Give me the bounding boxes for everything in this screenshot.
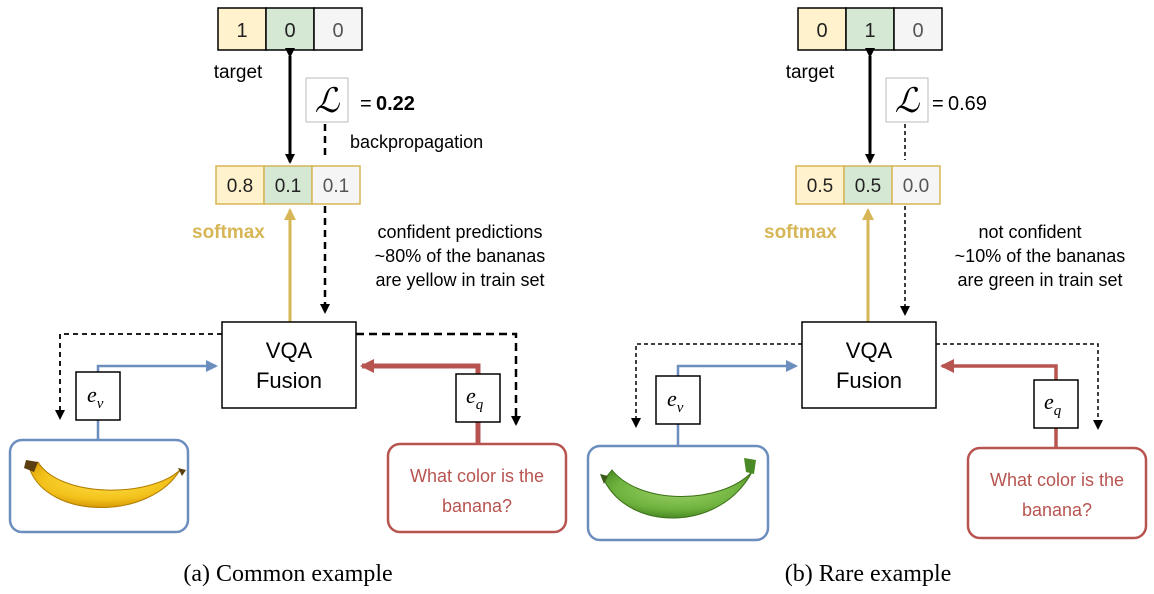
question-box — [966, 446, 1148, 540]
ev-box — [655, 375, 701, 425]
ev-symbol: ev — [87, 382, 104, 412]
pred-value-1: 0.5 — [807, 176, 833, 197]
image-frame — [8, 438, 190, 534]
pred-cell-3 — [891, 165, 941, 205]
fusion-box — [221, 321, 357, 409]
grad-to-image-arrow — [55, 333, 222, 420]
pred-value-3: 0.1 — [323, 176, 349, 197]
fusion-label-1: VQA — [846, 338, 893, 363]
panel-common: 1 0 0 target ℒ = 0.22 backpropagation 0.… — [8, 7, 568, 587]
note-line-3: are green in train set — [957, 270, 1122, 290]
caption-rare: (b) Rare example — [785, 561, 952, 587]
eq-symbol: eq — [466, 383, 484, 413]
question-line-2: banana? — [1022, 500, 1092, 520]
target-cell-3 — [893, 7, 943, 51]
target-cell-1 — [797, 7, 847, 51]
note-line-1: not confident — [978, 222, 1081, 242]
question-line-1: What color is the — [990, 470, 1124, 490]
question-line-2: banana? — [442, 496, 512, 516]
target-value-3: 0 — [332, 20, 343, 42]
note-line-1: confident predictions — [377, 222, 542, 242]
pred-value-1: 0.8 — [227, 176, 253, 197]
softmax-label: softmax — [192, 222, 265, 243]
note-line-2: ~80% of the bananas — [375, 246, 546, 266]
green-banana-image — [600, 458, 756, 519]
pred-cell-2 — [843, 165, 893, 205]
loss-equals: = — [360, 93, 372, 115]
fusion-label-2: Fusion — [836, 368, 902, 393]
target-cell-1 — [217, 7, 267, 51]
target-label: target — [214, 62, 263, 83]
target-value-2: 0 — [284, 20, 295, 42]
fusion-label-2: Fusion — [256, 368, 322, 393]
fusion-label-1: VQA — [266, 338, 313, 363]
loss-equals: = — [932, 93, 944, 115]
prediction-vector: 0.8 0.1 0.1 — [215, 165, 361, 205]
grad-to-question-arrow — [356, 332, 521, 426]
backprop-label: backpropagation — [350, 132, 483, 152]
image-frame — [586, 444, 770, 542]
loss-value: 0.69 — [948, 93, 987, 115]
ev-box — [75, 371, 121, 421]
softmax-label: softmax — [764, 222, 837, 243]
yellow-banana-image — [24, 460, 186, 508]
pred-cell-3 — [311, 165, 361, 205]
target-value-1: 1 — [236, 20, 247, 42]
eq-box — [455, 373, 501, 423]
target-value-2: 1 — [864, 20, 875, 42]
target-cell-3 — [313, 7, 363, 51]
grad-to-question-arrow — [936, 343, 1103, 430]
panel-rare: 0 1 0 target ℒ = 0.69 0.5 0.5 0.0 softma… — [586, 7, 1148, 587]
question-line-1: What color is the — [410, 466, 544, 486]
target-value-3: 0 — [912, 20, 923, 42]
pred-value-2: 0.5 — [855, 176, 881, 197]
loss-symbol-box — [885, 77, 929, 123]
ev-symbol: ev — [667, 386, 684, 416]
fusion-box — [801, 321, 937, 409]
target-label: target — [786, 62, 835, 83]
target-value-1: 0 — [816, 20, 827, 42]
note-line-3: are yellow in train set — [375, 270, 544, 290]
eq-symbol: eq — [1044, 389, 1062, 419]
pred-value-3: 0.0 — [903, 176, 929, 197]
loss-symbol-box — [305, 77, 349, 123]
target-vector: 1 0 0 — [217, 7, 363, 51]
caption-common: (a) Common example — [183, 561, 392, 587]
question-box — [386, 442, 568, 534]
target-vector: 0 1 0 — [797, 7, 943, 51]
loss-value: 0.22 — [376, 93, 415, 115]
loss-symbol: ℒ — [315, 83, 341, 120]
pred-value-2: 0.1 — [275, 176, 301, 197]
prediction-vector: 0.5 0.5 0.0 — [795, 165, 941, 205]
loss-symbol: ℒ — [895, 83, 921, 120]
grad-to-image-arrow — [631, 343, 802, 428]
eq-box — [1033, 379, 1079, 429]
note-line-2: ~10% of the bananas — [955, 246, 1126, 266]
